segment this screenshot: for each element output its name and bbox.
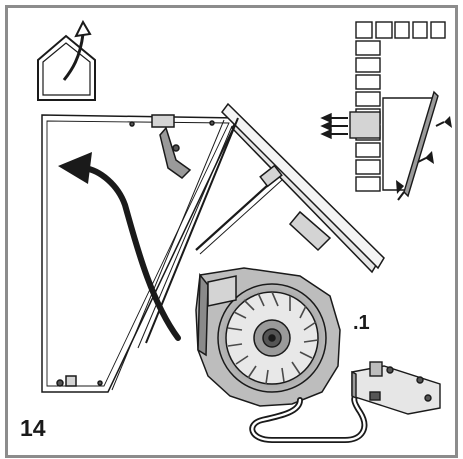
blower-motor	[195, 267, 341, 407]
power-cable	[249, 389, 368, 443]
house-exhaust-icon	[37, 19, 96, 101]
wall-mount-airflow-icon	[320, 21, 452, 201]
part-label: .1	[353, 312, 370, 334]
removal-direction-arrow	[58, 152, 181, 341]
connector-box	[351, 361, 441, 415]
step-number: 14	[20, 415, 46, 441]
hood-housing	[41, 102, 385, 393]
